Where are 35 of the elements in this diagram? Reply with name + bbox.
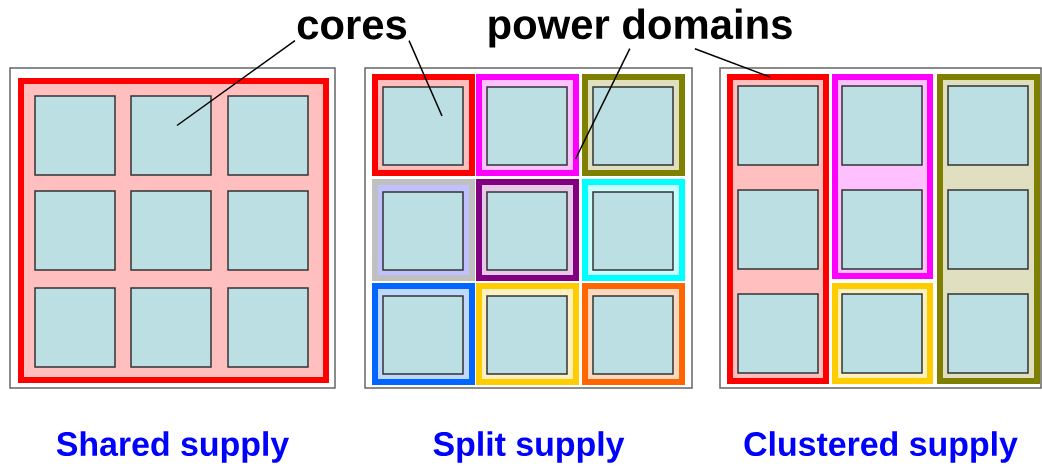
core-box [841,85,923,166]
core-box [227,287,309,368]
core-box [592,295,674,375]
core-box [592,191,674,271]
core-box [227,190,309,271]
panel-label: Split supply [433,431,625,463]
core-box [947,189,1029,270]
panel-label: Clustered supply [744,431,1018,463]
core-box [34,190,116,271]
core-box [486,86,568,166]
core-box [382,191,464,271]
panel-label: Shared supply [56,431,289,463]
core-box [486,295,568,375]
core-box [841,293,923,374]
core-box [737,189,819,270]
core-box [947,85,1029,166]
core-box [382,295,464,375]
core-box [130,190,212,271]
core-box [34,95,116,176]
core-box [130,95,212,176]
core-box [592,86,674,166]
core-box [34,287,116,368]
core-box [737,293,819,374]
core-box [947,293,1029,374]
core-box [841,189,923,270]
core-box [382,86,464,166]
callout-label: cores [297,16,407,40]
leader-line [574,47,631,160]
leader-line [694,47,771,78]
core-box [486,191,568,271]
leader-line [176,39,296,127]
core-box [130,287,212,368]
callout-label: power domains [489,8,792,48]
core-box [227,95,309,176]
core-box [737,85,819,166]
